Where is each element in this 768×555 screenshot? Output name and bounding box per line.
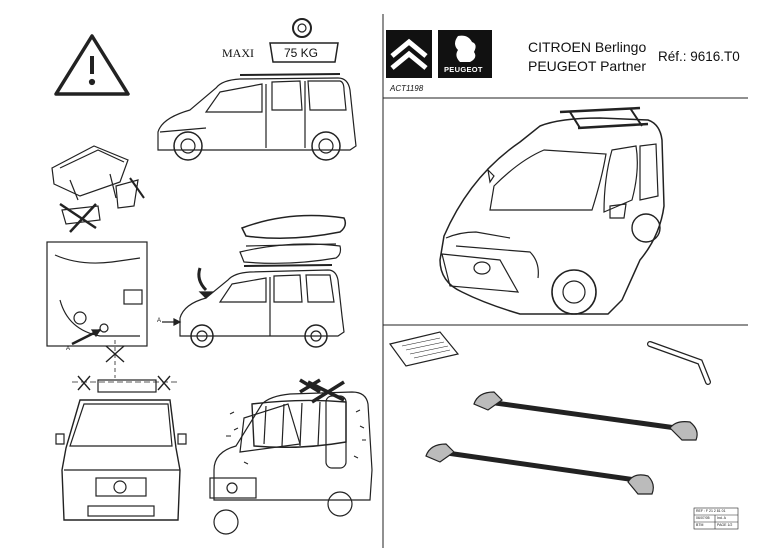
peugeot-logo-text: PEUGEOT bbox=[444, 65, 483, 74]
info-page: PAGE 1/2 bbox=[717, 523, 733, 527]
van-side-view-top bbox=[157, 73, 357, 161]
van-three-quarter-view bbox=[439, 106, 665, 315]
info-date: 06/07/05 bbox=[696, 516, 710, 520]
info-ref: REF : F 21 2 81 01 bbox=[696, 509, 726, 513]
peugeot-logo: PEUGEOT bbox=[438, 30, 492, 78]
marker-a-closeup: A bbox=[66, 346, 71, 352]
document-code: ACT1198 bbox=[390, 84, 424, 93]
roof-bag-detail bbox=[51, 145, 145, 233]
van-side-view-middle bbox=[162, 264, 345, 348]
citroen-logo bbox=[386, 30, 432, 78]
instruction-leaflet-icon bbox=[388, 331, 460, 367]
model-line-1: CITROEN Berlingo bbox=[528, 39, 647, 55]
van-overload-example bbox=[209, 378, 373, 535]
roof-bag-layer bbox=[197, 214, 347, 299]
info-dept: BTM bbox=[696, 523, 704, 527]
weight-label: 75 KG bbox=[284, 46, 319, 60]
maxi-label: MAXI bbox=[222, 46, 254, 60]
roof-bar-front bbox=[473, 391, 698, 441]
roof-bar-rear bbox=[425, 443, 654, 495]
closeup-detail bbox=[46, 241, 148, 347]
van-front-view bbox=[55, 340, 187, 521]
marker-a-van: A bbox=[157, 318, 162, 324]
warning-icon bbox=[54, 34, 130, 96]
info-box-grid bbox=[693, 507, 739, 530]
allen-key-icon bbox=[647, 341, 711, 385]
reference-number: Réf.: 9616.T0 bbox=[658, 49, 740, 64]
weight-tag-icon bbox=[269, 18, 339, 63]
peugeot-lion-icon bbox=[455, 35, 476, 62]
info-index: Ind. A bbox=[717, 516, 726, 520]
model-line-2: PEUGEOT Partner bbox=[528, 58, 647, 74]
citroen-chevrons-icon bbox=[390, 38, 428, 70]
